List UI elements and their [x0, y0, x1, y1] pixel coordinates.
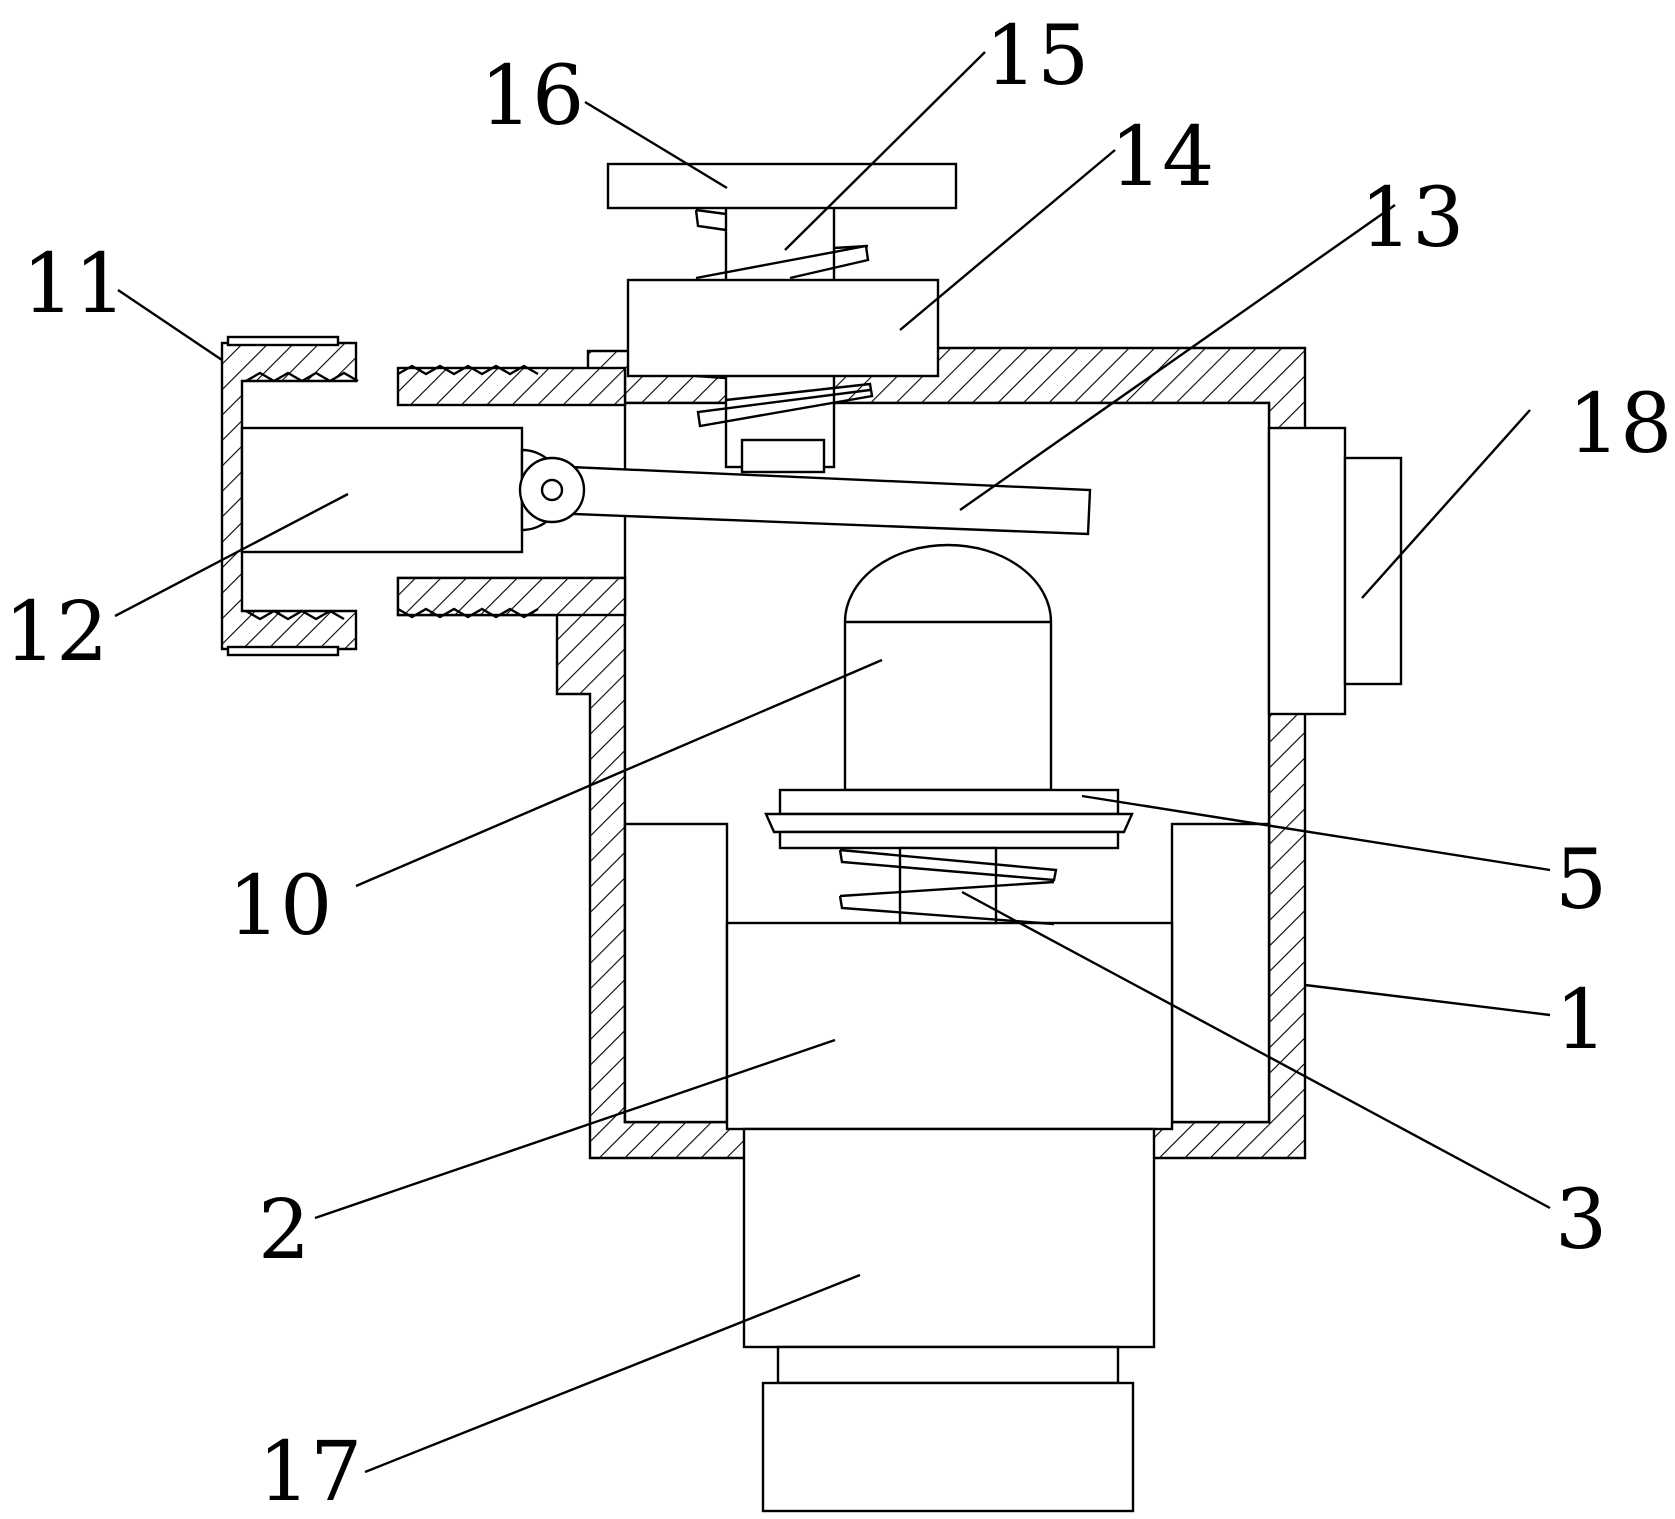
label-2: 2 [258, 1183, 310, 1278]
label-18: 18 [1568, 377, 1672, 472]
base-plate [766, 790, 1132, 848]
label-10: 10 [228, 859, 332, 954]
label-5: 5 [1555, 833, 1607, 928]
shaft-tip [742, 440, 824, 472]
label-11: 11 [22, 237, 126, 332]
top-plate [608, 164, 956, 208]
label-3: 3 [1555, 1173, 1607, 1268]
label-17: 17 [258, 1425, 362, 1519]
label-15: 15 [985, 9, 1089, 104]
label-1: 1 [1555, 973, 1607, 1068]
label-14: 14 [1110, 110, 1214, 205]
bulb [845, 545, 1051, 790]
bottom-connector [744, 1129, 1154, 1511]
label-13: 13 [1360, 171, 1464, 266]
label-16: 16 [480, 49, 584, 144]
plunger-rod [242, 428, 562, 552]
side-unit [1269, 428, 1401, 714]
label-12: 12 [4, 585, 108, 680]
guide-block [628, 280, 938, 376]
